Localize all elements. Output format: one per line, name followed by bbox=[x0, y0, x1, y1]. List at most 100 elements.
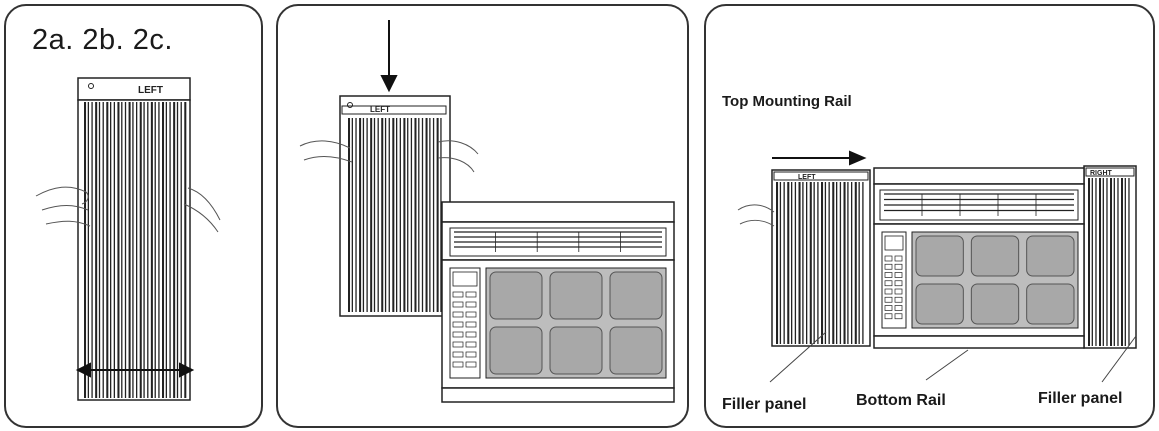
slat bbox=[370, 118, 373, 312]
slat bbox=[851, 182, 853, 344]
slat bbox=[843, 182, 846, 344]
slat bbox=[136, 102, 138, 398]
slat bbox=[1124, 178, 1126, 346]
slat bbox=[432, 118, 435, 312]
right-filler-panel-label: Filler panel bbox=[1038, 390, 1123, 407]
slat bbox=[110, 102, 112, 398]
slat bbox=[421, 118, 424, 312]
slat bbox=[839, 182, 842, 344]
slat bbox=[787, 182, 790, 344]
slat bbox=[117, 102, 120, 398]
slat bbox=[798, 182, 801, 344]
step-panel-install: LEFT bbox=[276, 4, 689, 428]
slat bbox=[147, 102, 149, 398]
panel-tag-left: LEFT bbox=[370, 105, 390, 114]
slat bbox=[862, 182, 864, 344]
filler-panel-illustration: LEFT bbox=[35, 77, 221, 401]
slat bbox=[366, 118, 368, 312]
slat bbox=[399, 118, 401, 312]
hand-icon bbox=[299, 140, 479, 173]
slat bbox=[809, 182, 812, 344]
bottom-rail-label: Bottom Rail bbox=[856, 392, 946, 409]
slat bbox=[95, 102, 98, 398]
slat bbox=[1106, 178, 1108, 346]
step-panel-rails: Top Mounting Rail Filler panel Bottom Ra… bbox=[704, 4, 1155, 428]
slat bbox=[377, 118, 379, 312]
slat bbox=[403, 118, 406, 312]
panel-slats bbox=[348, 118, 442, 312]
slat bbox=[418, 118, 420, 312]
hand-icon bbox=[737, 204, 775, 227]
slat bbox=[817, 182, 819, 344]
slat bbox=[180, 102, 182, 398]
slat bbox=[813, 182, 815, 344]
slat bbox=[779, 182, 782, 344]
left-filler-panel: LEFT bbox=[771, 169, 871, 347]
slat bbox=[802, 182, 804, 344]
air-conditioner bbox=[873, 167, 1085, 349]
slat bbox=[351, 118, 353, 312]
slat bbox=[384, 118, 387, 312]
panel-slats bbox=[776, 182, 864, 344]
slat bbox=[783, 182, 785, 344]
slat bbox=[169, 102, 171, 398]
slat bbox=[392, 118, 395, 312]
slat bbox=[429, 118, 431, 312]
down-arrow-icon bbox=[380, 20, 398, 93]
control-panel bbox=[884, 235, 904, 320]
air-vent bbox=[454, 231, 662, 252]
slat bbox=[359, 118, 362, 312]
slat bbox=[776, 182, 779, 344]
slat bbox=[143, 102, 145, 398]
slat bbox=[373, 118, 376, 312]
slat bbox=[154, 102, 156, 398]
slat bbox=[132, 102, 134, 398]
slat bbox=[407, 118, 409, 312]
slat bbox=[1102, 178, 1104, 346]
hand-icon bbox=[35, 186, 221, 233]
slat bbox=[794, 182, 797, 344]
control-panel bbox=[452, 271, 478, 368]
top-mounting-rail-label: Top Mounting Rail bbox=[722, 93, 852, 110]
slat bbox=[102, 102, 104, 398]
slat bbox=[1095, 178, 1097, 346]
slat bbox=[128, 102, 131, 398]
slat bbox=[828, 182, 830, 344]
slat bbox=[1088, 178, 1091, 346]
slat bbox=[139, 102, 142, 398]
slat bbox=[410, 118, 413, 312]
panel-tag-left: LEFT bbox=[138, 85, 163, 96]
slat bbox=[355, 118, 357, 312]
slat bbox=[1110, 178, 1113, 346]
slat bbox=[1099, 178, 1102, 346]
slat bbox=[184, 102, 187, 398]
left-filler-panel-label: Filler panel bbox=[722, 396, 807, 413]
slat bbox=[414, 118, 417, 312]
slat bbox=[1128, 178, 1130, 346]
slat bbox=[158, 102, 160, 398]
slat bbox=[150, 102, 153, 398]
step-label: 2a. 2b. 2c. bbox=[32, 24, 173, 56]
slat bbox=[348, 118, 351, 312]
slat bbox=[1117, 178, 1119, 346]
slat bbox=[173, 102, 176, 398]
slat bbox=[388, 118, 390, 312]
slat bbox=[806, 182, 808, 344]
slat bbox=[121, 102, 123, 398]
slat bbox=[832, 182, 835, 344]
right-arrow-icon bbox=[772, 150, 867, 166]
right-filler-panel: RIGHT bbox=[1083, 165, 1137, 349]
air-vent bbox=[884, 193, 1074, 216]
slat bbox=[106, 102, 109, 398]
slat bbox=[381, 118, 384, 312]
slat bbox=[165, 102, 168, 398]
double-arrow-icon bbox=[75, 362, 195, 378]
filler-panel: LEFT bbox=[77, 77, 191, 401]
slat bbox=[791, 182, 793, 344]
slat bbox=[162, 102, 165, 398]
intake-grille bbox=[489, 271, 663, 375]
slat bbox=[440, 118, 442, 312]
slat bbox=[84, 102, 87, 398]
panel-tag-left: LEFT bbox=[798, 174, 816, 181]
panel-slats bbox=[1088, 178, 1130, 346]
